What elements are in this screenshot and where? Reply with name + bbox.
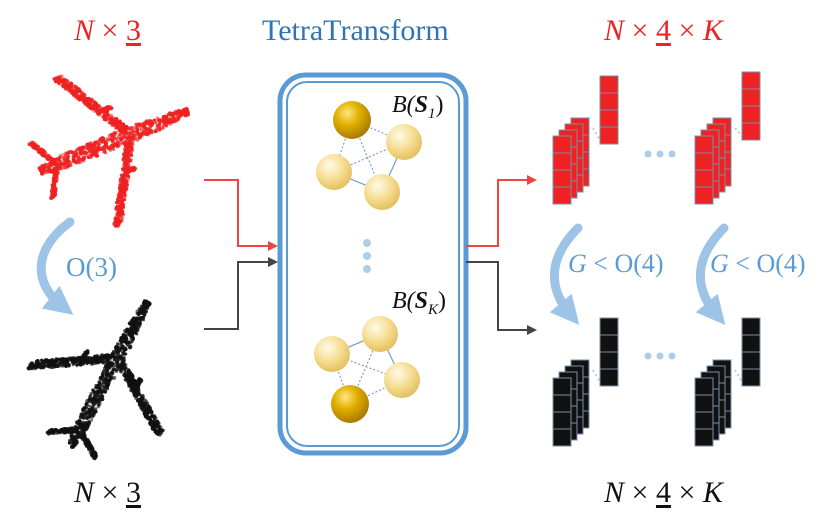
horizontal-ellipsis-dots [644, 150, 676, 360]
output-arrow-red [466, 175, 537, 247]
tetrahedron-top [316, 101, 422, 210]
sphere-icon [364, 174, 400, 210]
group-action-arrow-right [695, 223, 729, 325]
sphere-icon [331, 385, 369, 423]
input-dimension-label: N × 3 [74, 14, 141, 47]
rotation-label: O(3) [66, 252, 117, 282]
basis-label-top: B(S1) [392, 92, 444, 122]
sphere-icon [386, 124, 422, 160]
airplane-point-cloud-black [26, 299, 165, 461]
basis-label-bottom: B(SK) [392, 288, 447, 318]
output-tensor-stacks-red [552, 71, 761, 205]
vertical-ellipsis-dots [363, 239, 371, 273]
group-action-arrow-left [549, 223, 583, 325]
sphere-icon [362, 316, 398, 352]
tetrahedron-bottom [314, 316, 420, 423]
output-rotated-dimension-label: N × 4 × K [604, 476, 723, 509]
group-label-right: G < O(4) [710, 249, 806, 278]
output-tensor-stacks-black [552, 317, 761, 447]
input-arrow-red [204, 179, 278, 251]
tetratransform-box-outer [277, 72, 469, 456]
tetratransform-box-inner [286, 81, 460, 447]
input-arrow-black [204, 257, 278, 330]
airplane-point-cloud-red [27, 74, 190, 228]
sphere-icon [314, 336, 350, 372]
input-rotated-dimension-label: N × 3 [74, 476, 141, 509]
sphere-icon [316, 154, 352, 190]
sphere-icon [333, 101, 371, 139]
group-label-left: G < O(4) [568, 249, 664, 278]
output-arrow-black [466, 261, 537, 335]
rotation-arrow [36, 217, 75, 315]
diagram-title: TetraTransform [262, 14, 449, 47]
output-dimension-label: N × 4 × K [604, 14, 723, 47]
sphere-icon [384, 362, 420, 398]
